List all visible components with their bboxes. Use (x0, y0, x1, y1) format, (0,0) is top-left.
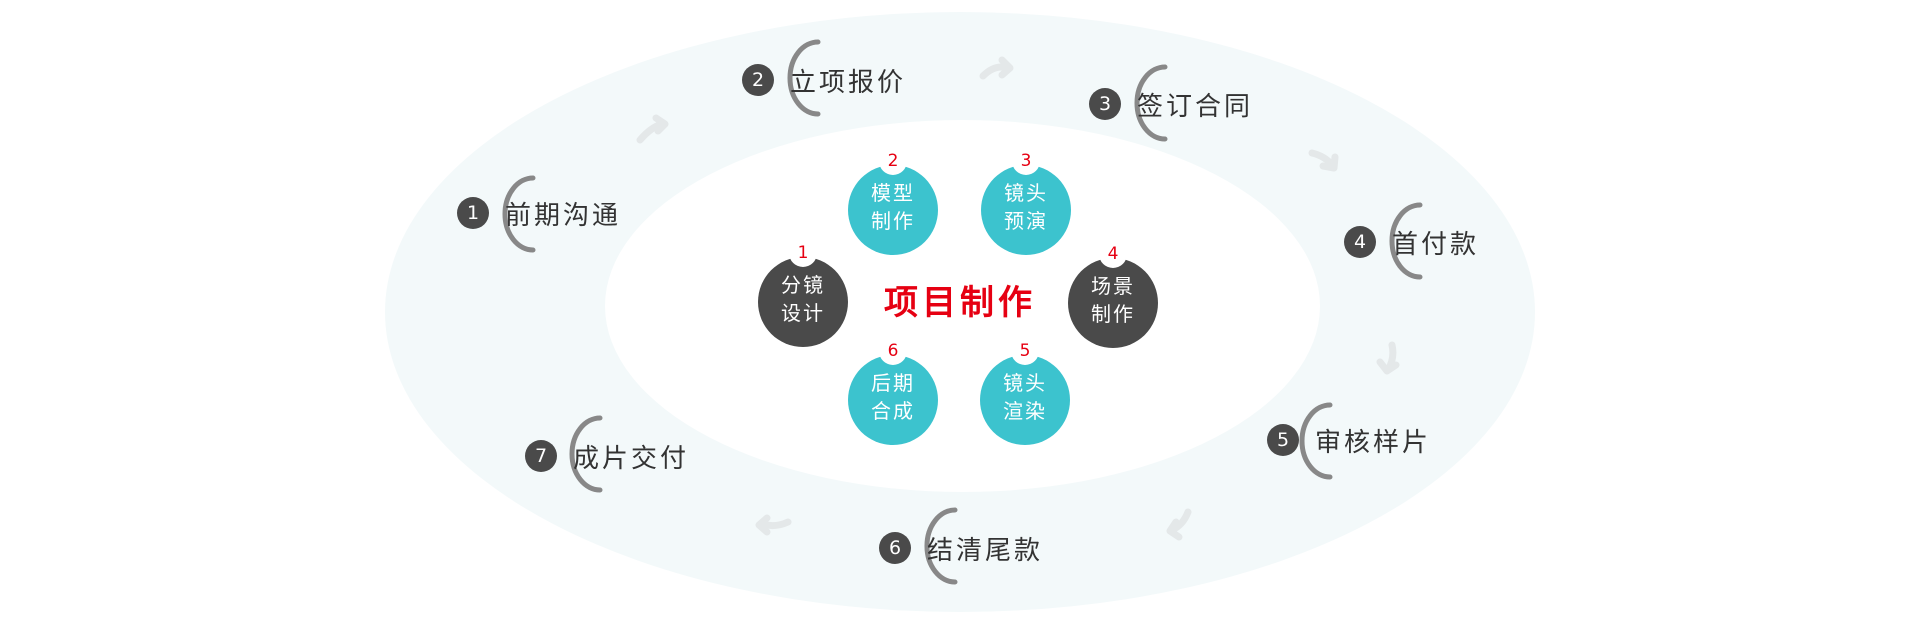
step-label: 立项报价 (790, 68, 907, 98)
task-4: 4 场景 制作 (1068, 240, 1158, 348)
task-label: 镜头 预演 (1004, 181, 1048, 233)
flow-arrow-icon (1166, 508, 1192, 541)
step-number-badge: 7 (525, 440, 557, 472)
step-label: 首付款 (1392, 230, 1480, 260)
flow-arrow-icon (636, 114, 669, 144)
flow-arrow-icon (1376, 341, 1400, 375)
task-number-badge: 4 (1099, 240, 1127, 268)
task-label: 后期 合成 (871, 371, 915, 423)
step-number-badge: 5 (1267, 424, 1299, 456)
step-number-badge: 2 (742, 64, 774, 96)
task-number-badge: 6 (879, 337, 907, 365)
task-label: 分镜 设计 (781, 273, 825, 325)
task-number-badge: 5 (1011, 337, 1039, 365)
step-number-badge: 1 (457, 197, 489, 229)
step-label: 结清尾款 (927, 536, 1044, 566)
inner-field (605, 120, 1320, 492)
step-label: 签订合同 (1137, 92, 1254, 122)
step-bracket-7 (569, 415, 603, 493)
step-label: 成片交付 (573, 444, 690, 474)
task-number-badge: 1 (789, 239, 817, 267)
step-bracket-2 (787, 39, 821, 117)
step-number-badge: 3 (1089, 88, 1121, 120)
task-label: 场景 制作 (1091, 274, 1135, 326)
task-6: 6 后期 合成 (848, 337, 938, 445)
step-bracket-5 (1299, 402, 1333, 480)
task-2: 2 模型 制作 (848, 147, 938, 255)
task-number-badge: 3 (1012, 147, 1040, 175)
step-number-badge: 6 (879, 532, 911, 564)
task-label: 镜头 渲染 (1003, 371, 1047, 423)
step-number-badge: 4 (1344, 226, 1376, 258)
task-number-badge: 2 (879, 147, 907, 175)
step-bracket-6 (924, 507, 958, 585)
step-bracket-3 (1134, 64, 1168, 142)
flow-arrow-icon (755, 514, 792, 536)
task-5: 5 镜头 渲染 (980, 337, 1070, 445)
flow-arrow-icon (1308, 149, 1339, 172)
task-1: 1 分镜 设计 (758, 239, 848, 347)
flow-arrow-icon (979, 56, 1014, 80)
step-bracket-4 (1389, 202, 1423, 280)
task-3: 3 镜头 预演 (981, 147, 1071, 255)
step-label: 前期沟通 (505, 201, 622, 231)
step-label: 审核样片 (1315, 428, 1432, 458)
task-label: 模型 制作 (871, 181, 915, 233)
center-title: 项目制作 (884, 283, 1036, 323)
step-bracket-1 (502, 175, 536, 253)
